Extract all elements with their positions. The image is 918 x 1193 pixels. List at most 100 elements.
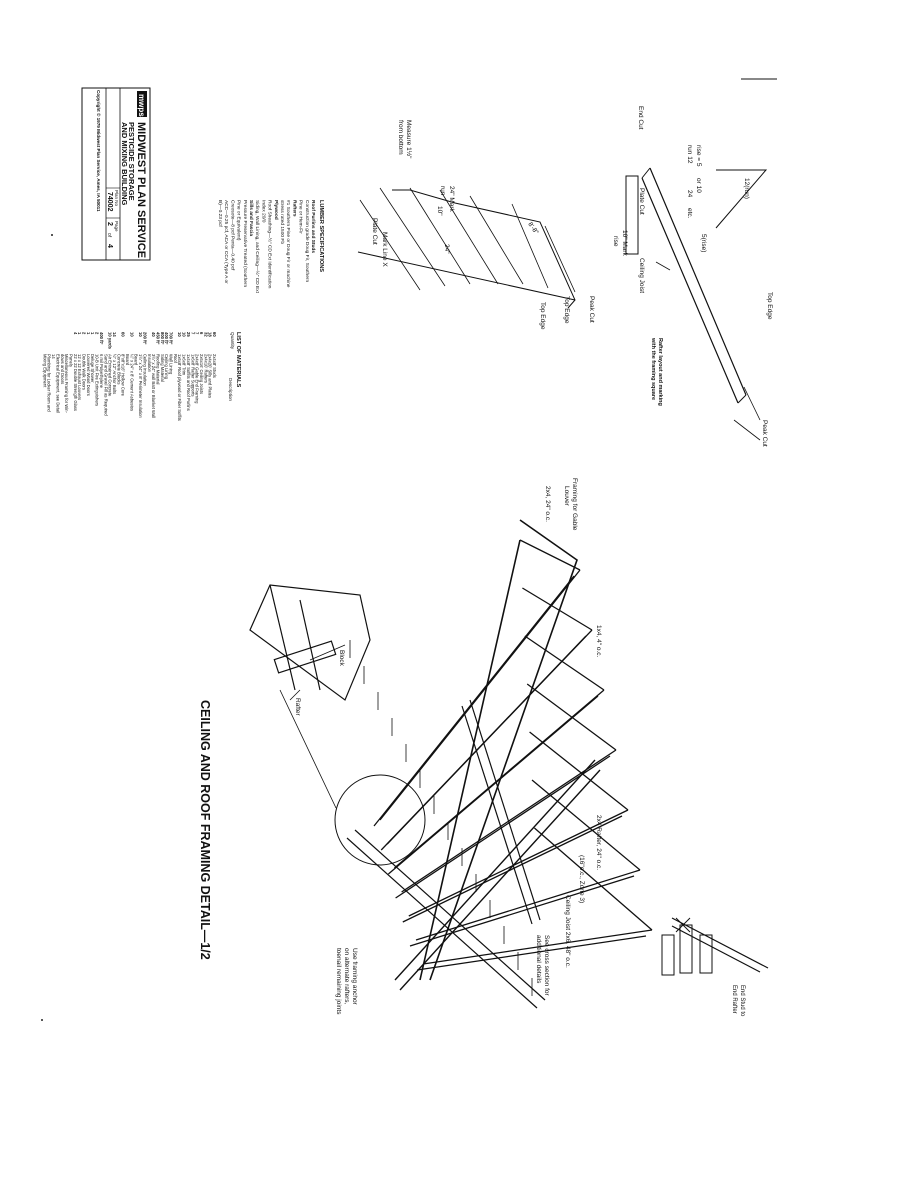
materials-qty: 2 (95, 332, 100, 335)
mark-24-label: 24" Mark (448, 186, 455, 213)
lumber-specs-heading: LUMBER SPECIFICATIONS (318, 200, 324, 272)
page-of: of (106, 233, 112, 238)
ratio-or-24: 24 (686, 190, 693, 198)
materials-desc: Board (125, 354, 130, 366)
rafter-layout-caption-2: with the framing square (650, 337, 656, 400)
materials-desc: 8"x8"x16" Hollow Core (121, 354, 126, 397)
materials-desc: 2x4x20' Sills and Plates (208, 354, 213, 398)
lumber-spec-line: ACC—0.25 pcf, ACA or CCA (Type A or (223, 200, 229, 284)
dim-24: 24" (443, 244, 450, 254)
materials-desc: 1½" x 24" x 8' Perimeter Insulation (138, 354, 143, 418)
end-stud-label-1: End Stud to (739, 985, 745, 1017)
plate-cut-label-2: Plate Cut (371, 218, 378, 245)
studs-label: 2x4, 24" o.c. (544, 486, 551, 522)
materials-qty: 10 yards (108, 332, 113, 350)
scan-dot (41, 1019, 43, 1021)
end-stud-detail: End Stud to End Rafter (661, 917, 769, 1017)
ratio-run: run 12 (686, 145, 693, 164)
lumber-spec-line: Siding, Wall Lining, and Ceiling—½" CD E… (254, 200, 261, 294)
gable-label-1: Framing for Gable (571, 478, 578, 531)
rafter-run-label: 12(run) (743, 178, 750, 199)
rafter-layout: 12(run) 5(rise) rise = 5 run 12 or 10 24… (357, 106, 773, 447)
lumber-spec-line: #1 Southern Pine or Doug Fir or machine (285, 200, 291, 288)
materials-desc: Ceiling Lining (164, 354, 169, 380)
materials-row: 112 x 12 Exhaust Louvers (77, 332, 82, 400)
top-edge-label-3: Top Edge (539, 302, 546, 330)
ceiling-joist-member (399, 769, 601, 991)
materials-desc: ½" x 12" Anchor Bolts (112, 354, 117, 394)
framing-detail-title: CEILING AND ROOF FRAMING DETAIL—1/2 (198, 700, 212, 960)
rafter-detail-label: Rafter (294, 698, 301, 717)
lumber-spec-line: Roof Purlins and Studs (310, 200, 316, 253)
dim-10: 10" (436, 206, 443, 216)
materials-qty: 40 (151, 332, 156, 337)
mark-line-x: Mark Line X (381, 232, 388, 267)
materials-qty: 14 (112, 332, 117, 337)
materials-qty: 32 (203, 332, 208, 337)
materials-desc: 1x6x8' Rafter Supports (190, 354, 195, 396)
plan-no: 74002 (106, 192, 113, 212)
ratio-etc: etc. (686, 208, 693, 219)
page-total: 4 (106, 244, 113, 248)
materials-qty: 18 (208, 332, 213, 337)
lumber-spec-line: B)—0.23 pcf (217, 200, 223, 227)
materials-qty: 25 (186, 332, 191, 337)
materials-desc: 2x4x10' Rafters (203, 354, 208, 383)
materials-desc: dows and Doors (60, 354, 65, 384)
plan-no-label: Plan No (114, 190, 119, 207)
lumber-spec-line: Roof Sheathing—½" CD Ext Identification (267, 200, 274, 289)
materials-desc: 12 x 12 Exhaust Louvers (77, 354, 82, 400)
lumber-spec-line: Rafters (291, 200, 297, 217)
copyright: Copyright © 1979 Midwest Plan Service, A… (96, 90, 102, 212)
ratio-or-10: or 10 (695, 178, 702, 193)
materials-row: 10 1½" x 24" x 8' Perimeter Insulation (138, 332, 143, 418)
lumber-spec-line: Index 20/0 (260, 200, 266, 223)
materials-desc: 10-B Unit Fire Extinguishers (95, 354, 100, 406)
see-section-1: See cross section for (543, 935, 550, 997)
top-edge-label-2: Top Edge (563, 296, 570, 324)
materials-qty: 400 ft² (164, 332, 169, 345)
materials-desc: Wall Lining (169, 354, 174, 375)
materials-row: Board (134, 354, 139, 366)
materials-row: Roof (173, 354, 178, 364)
rafter-bottom-edge-line (641, 177, 739, 404)
materials-desc: Louvered Wood Doors (86, 354, 91, 396)
materials-col-qty: Quantity (230, 332, 235, 350)
materials-row: 608"x8"x16" Hollow Core (121, 332, 126, 397)
title-block: mwps MIDWEST PLAN SERVICE PESTICIDE STOR… (81, 87, 151, 261)
lumber-spec-line: Pine or Hem-Fir (298, 200, 304, 234)
materials-qty: 60 (212, 332, 217, 337)
rafter-top-edge-line (649, 167, 747, 396)
materials-row: 2 10-B Unit Fire Extinguishers (95, 332, 100, 406)
materials-desc: Roofing Material (155, 354, 160, 385)
plan-name-line2: AND MIXING BUILDING (120, 122, 129, 205)
materials-row: Concrete Blocks (116, 354, 121, 385)
materials-desc: 1x4x8' Soffits and Roof Purlins (186, 354, 191, 411)
peak-cut-label: Peak Cut (761, 420, 768, 447)
rafter-zone-label: (16"o.c., Zone 3) (578, 855, 585, 903)
materials-row: 14 ½" x 12" Anchor Bolts (112, 332, 117, 394)
materials-desc: 14 (51, 354, 56, 359)
materials-row: 10¼" x 24" x 8' Cement Asbestos (129, 332, 134, 411)
materials-qty: 7 (190, 332, 195, 335)
rafter-marking-edge (357, 251, 576, 301)
end-stud-label-2: End Rafter (731, 985, 737, 1014)
materials-qty: 6 (199, 332, 204, 335)
rafter-member (409, 779, 641, 947)
materials-row: Mixing Equipment (42, 354, 47, 388)
materials-qty: 1 (86, 332, 91, 335)
materials-desc: 22 x 22 Double Strength Glass (73, 354, 78, 411)
ceiling-joist-label: Ceiling Joist (638, 258, 645, 293)
lumber-specifications: LUMBER SPECIFICATIONS Roof Purlins and S… (217, 200, 324, 294)
end-cut-label: End Cut (637, 106, 644, 130)
materials-qty: 10 (138, 332, 143, 337)
materials-desc: Plumbing for Locker Room and (47, 354, 52, 412)
detail-callout-circle (334, 774, 426, 866)
lumber-spec-line: Creosote—8 pcf Penta—0.40 pcf (229, 200, 235, 271)
